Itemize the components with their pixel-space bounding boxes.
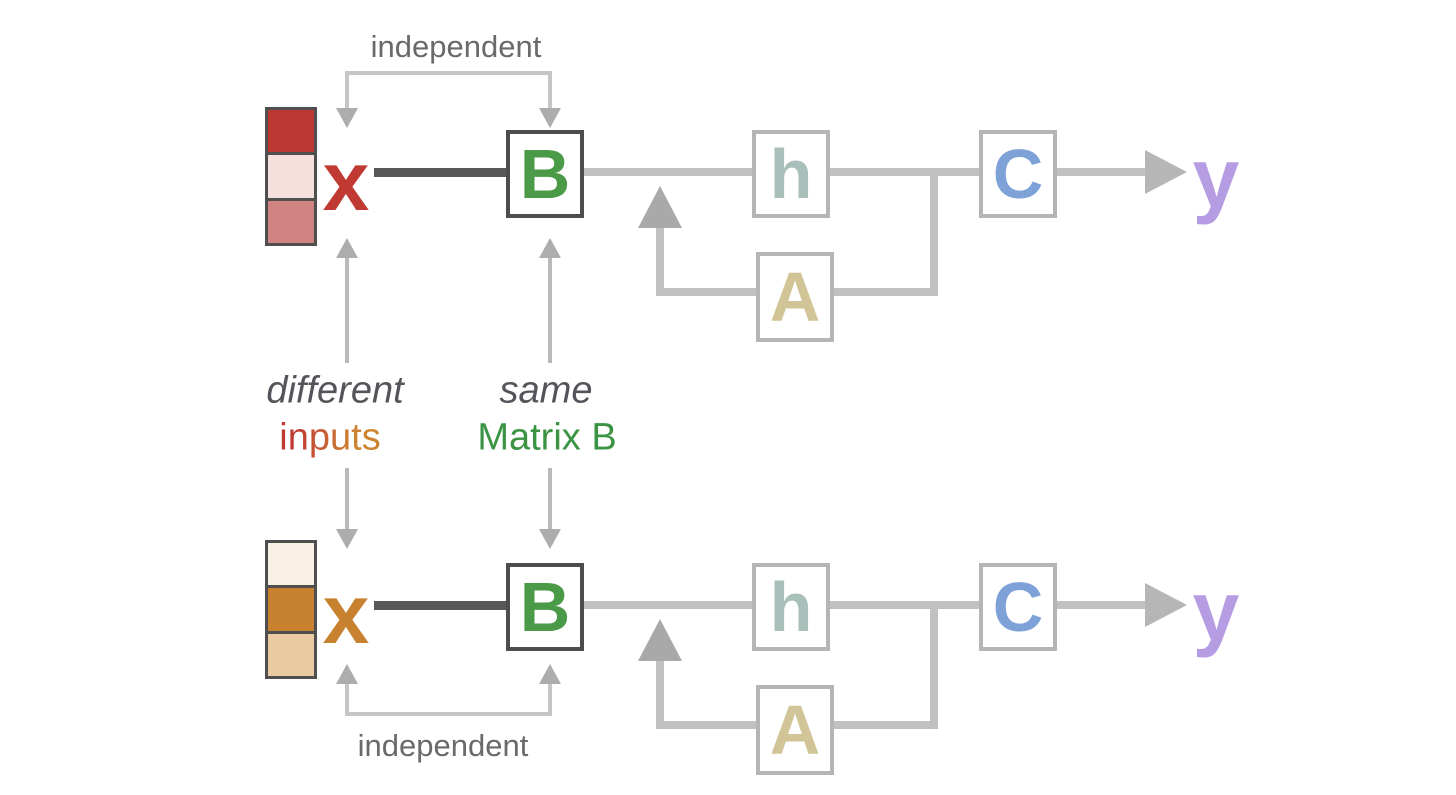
arrow-up-icon	[336, 664, 358, 684]
arrow-up-icon	[336, 238, 358, 258]
state-h-letter: h	[769, 135, 813, 213]
different-label: different	[266, 369, 404, 412]
output-symbol-y: y	[1192, 564, 1240, 658]
output-arrowhead-icon	[1145, 583, 1187, 627]
matrix-b-label: Matrix B	[477, 416, 617, 459]
state-h-box: h	[752, 563, 830, 651]
annotation-line	[345, 468, 349, 529]
arrow-down-icon	[336, 529, 358, 549]
bracket-line	[345, 682, 349, 716]
line-main-flow	[583, 168, 1145, 176]
matrix-c-box: C	[979, 563, 1057, 651]
input-vector	[265, 540, 317, 679]
bracket-line	[345, 712, 552, 716]
output-symbol-y: y	[1192, 131, 1240, 225]
matrix-b-box: B	[506, 130, 584, 218]
vector-cell	[268, 200, 314, 243]
vector-cell	[268, 155, 314, 198]
matrix-c-letter: C	[992, 568, 1044, 646]
matrix-b-letter: B	[519, 135, 571, 213]
matrix-a-box: A	[756, 685, 834, 775]
bracket-line	[548, 71, 552, 110]
matrix-c-letter: C	[992, 135, 1044, 213]
annotation-line	[548, 468, 552, 529]
line-feedback-down	[930, 172, 938, 296]
input-symbol-x: x	[322, 567, 370, 661]
independent-label: independent	[357, 728, 529, 763]
line-main-flow	[583, 601, 1145, 609]
bracket-line	[345, 71, 552, 75]
arrow-up-icon	[539, 664, 561, 684]
inputs-label: inputs	[279, 416, 381, 459]
ssm-flow-bottom: x B h C A y independent	[0, 433, 1456, 795]
arrow-down-icon	[539, 529, 561, 549]
output-arrowhead-icon	[1145, 150, 1187, 194]
matrix-b-box: B	[506, 563, 584, 651]
same-label: same	[499, 369, 593, 412]
input-vector	[265, 107, 317, 246]
feedback-arrowhead-icon	[638, 186, 682, 228]
vector-cell	[268, 110, 314, 153]
matrix-a-box: A	[756, 252, 834, 342]
vector-cell	[268, 588, 314, 631]
matrix-a-letter: A	[769, 691, 821, 769]
independent-label: independent	[370, 29, 542, 64]
line-x-to-b	[374, 601, 510, 610]
arrow-up-icon	[539, 238, 561, 258]
feedback-arrowhead-icon	[638, 619, 682, 661]
vector-cell	[268, 543, 314, 586]
line-feedback-up	[656, 226, 664, 296]
ssm-flow-top: independent x B h C	[0, 0, 1456, 362]
matrix-a-letter: A	[769, 258, 821, 336]
matrix-c-box: C	[979, 130, 1057, 218]
state-h-letter: h	[769, 568, 813, 646]
bracket-line	[548, 682, 552, 716]
annotation-line	[548, 256, 552, 363]
arrow-down-icon	[539, 108, 561, 128]
vector-cell	[268, 633, 314, 676]
bracket-line	[345, 71, 349, 110]
line-feedback-down	[930, 605, 938, 729]
arrow-down-icon	[336, 108, 358, 128]
line-feedback-up	[656, 659, 664, 729]
line-x-to-b	[374, 168, 510, 177]
annotation-line	[345, 256, 349, 363]
state-h-box: h	[752, 130, 830, 218]
input-symbol-x: x	[322, 134, 370, 228]
matrix-b-letter: B	[519, 568, 571, 646]
